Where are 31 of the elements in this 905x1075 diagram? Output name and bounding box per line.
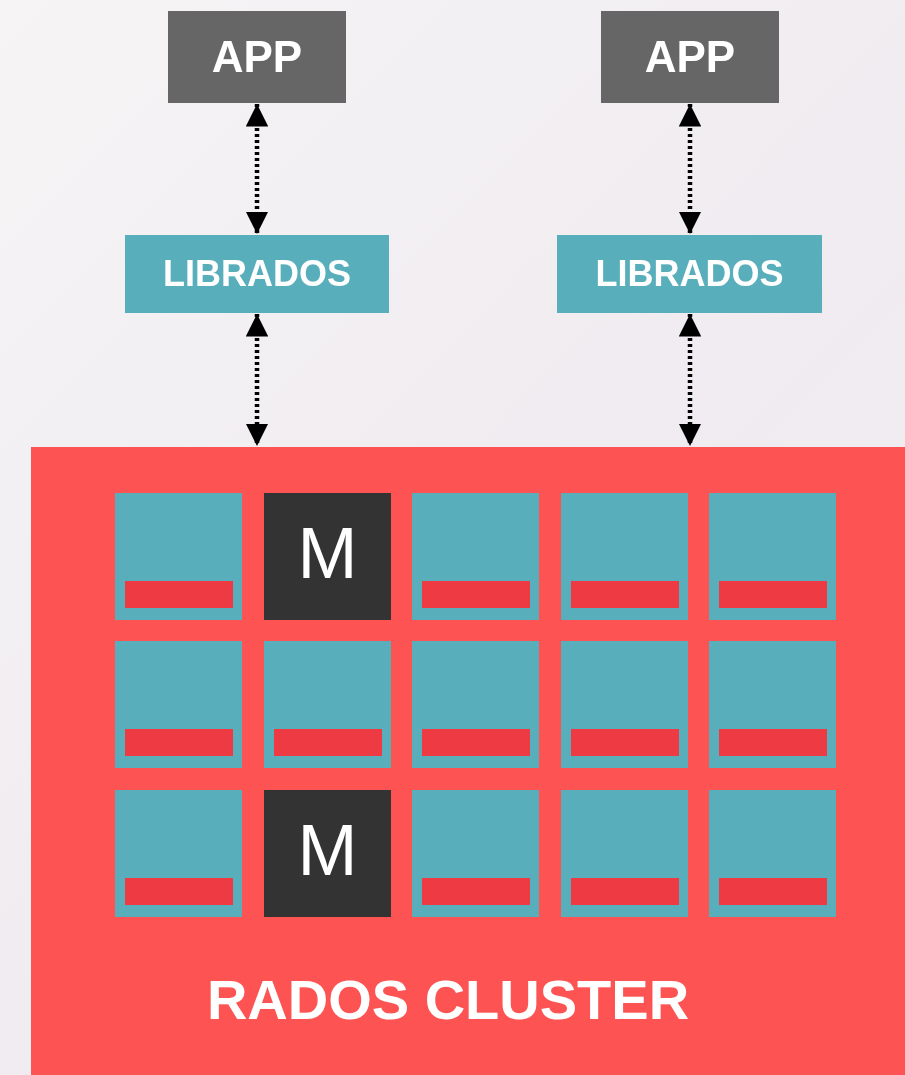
storage-node <box>412 641 539 768</box>
cluster-panel <box>31 447 905 1075</box>
cluster-label: RADOS CLUSTER <box>205 967 691 1032</box>
storage-node <box>561 641 688 768</box>
monitor-label: M <box>296 810 359 890</box>
storage-node <box>412 790 539 917</box>
storage-node <box>709 493 836 620</box>
storage-node <box>709 641 836 768</box>
storage-node <box>709 790 836 917</box>
storage-node <box>561 493 688 620</box>
monitor-node <box>264 790 391 917</box>
box-label: LIBRADOS <box>594 252 785 296</box>
storage-node <box>115 641 242 768</box>
storage-node <box>115 790 242 917</box>
double-arrow <box>678 314 702 446</box>
app-box <box>601 11 779 103</box>
storage-node <box>264 641 391 768</box>
box-label: APP <box>643 31 737 83</box>
double-arrow <box>678 104 702 234</box>
storage-node <box>412 493 539 620</box>
storage-node <box>115 493 242 620</box>
box-label: LIBRADOS <box>162 252 352 296</box>
storage-node <box>561 790 688 917</box>
double-arrow <box>245 314 269 446</box>
monitor-node <box>264 493 391 620</box>
monitor-label: M <box>296 513 359 593</box>
app-box <box>168 11 346 103</box>
double-arrow <box>245 104 269 234</box>
library-box <box>125 235 389 313</box>
library-box <box>557 235 822 313</box>
box-label: APP <box>210 31 304 83</box>
